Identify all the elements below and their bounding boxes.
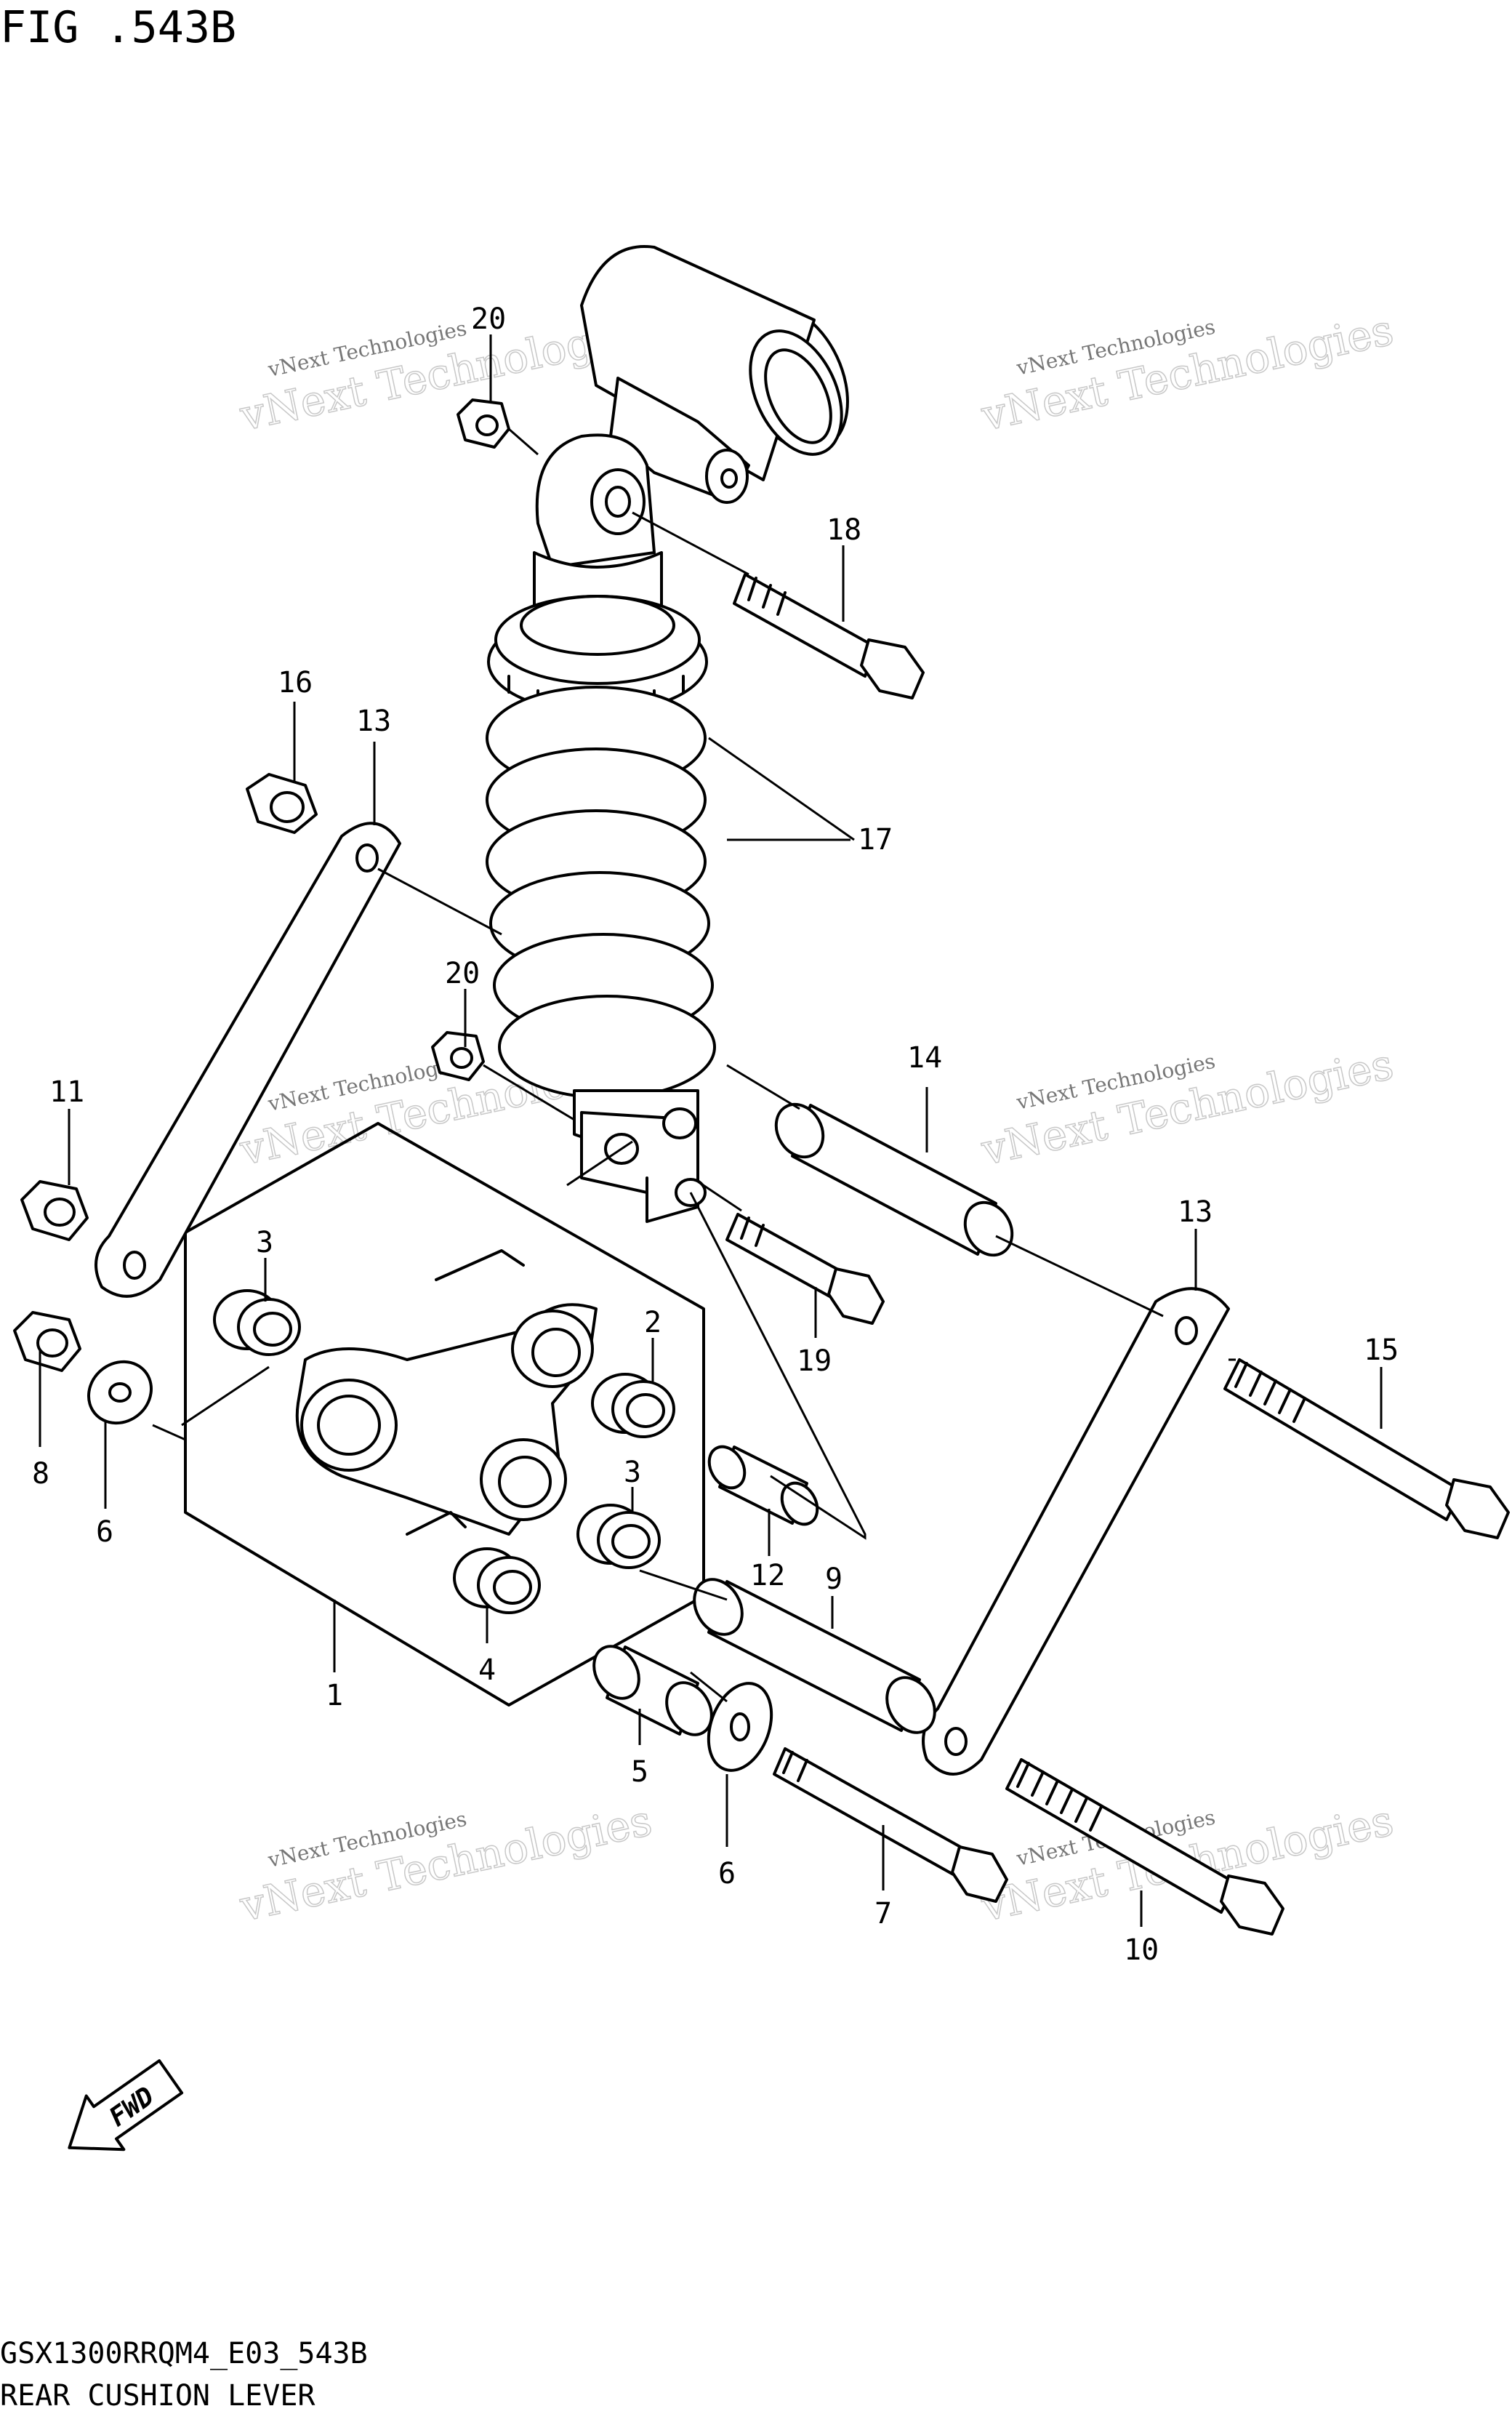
- callout-6a: 6: [96, 1515, 113, 1549]
- fwd-arrow: FWD: [68, 2059, 184, 2152]
- bolt-18: [733, 573, 925, 699]
- callout-9: 9: [825, 1563, 843, 1596]
- watermark-bottom-left: vNext Technologies vNext Technologies: [235, 1795, 656, 1932]
- callout-13b: 13: [1178, 1195, 1213, 1229]
- callout-pointers: [39, 334, 1383, 1927]
- callout-12: 12: [750, 1559, 785, 1592]
- callout-20a: 20: [471, 302, 506, 336]
- bolt-15: [1223, 1358, 1510, 1539]
- washer-6a: [87, 1360, 153, 1425]
- nut-8: [13, 1311, 81, 1372]
- callout-15: 15: [1364, 1334, 1399, 1367]
- figure-code: GSX1300RRQM4_E03_543B: [0, 2337, 368, 2370]
- nut-16: [246, 773, 318, 834]
- cushion-lever-assembly: [184, 1122, 705, 1707]
- watermark-top-right: vNext Technologies vNext Technologies: [976, 305, 1398, 441]
- spacer-14: [774, 1102, 1014, 1257]
- nut-20a: [457, 398, 510, 449]
- callout-14: 14: [907, 1041, 942, 1075]
- bolt-19: [725, 1213, 885, 1325]
- callout-16: 16: [278, 666, 313, 699]
- callout-8: 8: [32, 1457, 49, 1491]
- callout-20b: 20: [445, 957, 480, 990]
- leader-lines: [152, 428, 1236, 1703]
- needle-bearing-2: [591, 1373, 675, 1438]
- needle-bearing-3b: [576, 1504, 661, 1569]
- callout-3a: 3: [256, 1226, 273, 1259]
- bushing-12: [707, 1445, 819, 1526]
- callout-10: 10: [1124, 1933, 1159, 1967]
- bolt-10: [1005, 1758, 1284, 1936]
- watermark-mid-right: vNext Technologies vNext Technologies: [976, 1039, 1398, 1176]
- nut-11: [20, 1180, 89, 1241]
- figure-title: FIG .543B: [0, 2, 236, 53]
- needle-bearing-4: [453, 1547, 541, 1614]
- callout-13a: 13: [356, 705, 391, 738]
- needle-bearing-3a: [213, 1289, 301, 1356]
- spacer-5: [592, 1645, 713, 1736]
- nut-20b: [431, 1031, 485, 1081]
- cushion-rod-right: [922, 1287, 1230, 1776]
- callout-6b: 6: [718, 1857, 736, 1890]
- callout-3b: 3: [624, 1456, 641, 1489]
- bolt-7: [773, 1747, 1008, 1903]
- callout-labels: 20 18 16 13 17 20 14 11 13 15 3 2 19 8 3…: [32, 302, 1399, 1967]
- callout-17: 17: [858, 823, 893, 857]
- callout-18: 18: [827, 513, 861, 547]
- callout-2: 2: [644, 1306, 662, 1339]
- cushion-rod-left: [94, 822, 401, 1298]
- callout-5: 5: [631, 1755, 648, 1789]
- callout-11: 11: [49, 1075, 84, 1109]
- callout-7: 7: [874, 1897, 892, 1930]
- callout-4: 4: [478, 1653, 496, 1687]
- rear-shock-absorber: [486, 245, 849, 1223]
- callout-19: 19: [797, 1344, 832, 1378]
- washer-6b: [707, 1682, 773, 1772]
- figure-caption: REAR CUSHION LEVER: [0, 2379, 315, 2413]
- callout-1: 1: [326, 1679, 343, 1712]
